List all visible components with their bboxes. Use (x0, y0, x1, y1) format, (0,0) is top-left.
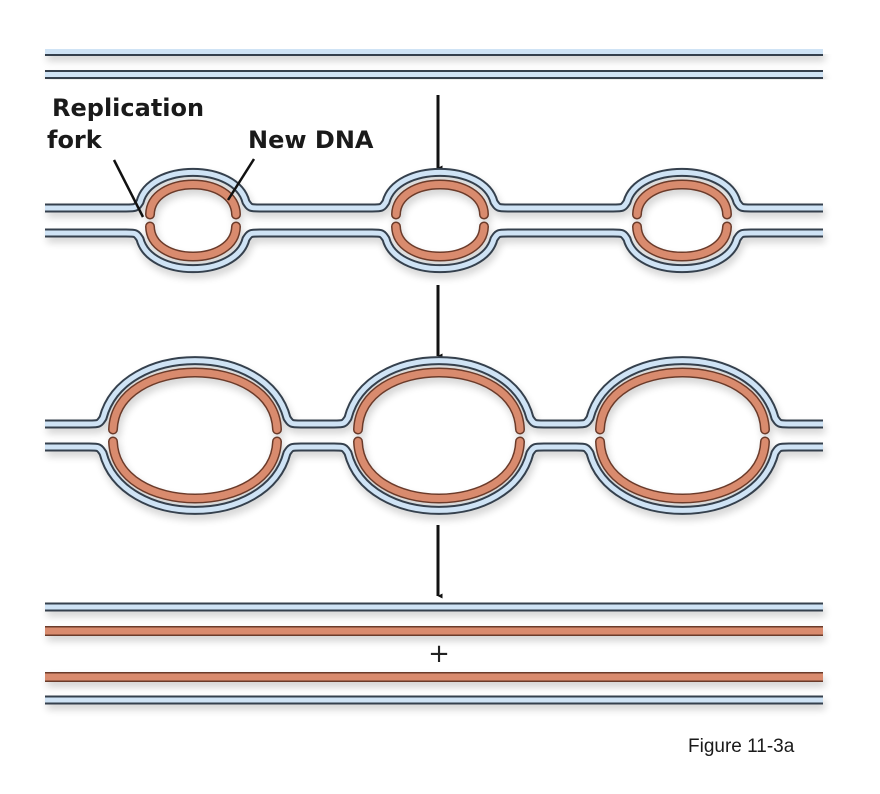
new-strand-top (353, 367, 525, 435)
replication-bubble (137, 179, 249, 262)
leader-line-replication-fork (112, 159, 145, 218)
replication-bubble (624, 179, 740, 262)
new-strand-bottom (108, 436, 282, 504)
new-strand-top (632, 179, 732, 220)
replication-fork-right (286, 434, 290, 438)
replication-bubble (587, 367, 778, 504)
replication-bubble (383, 179, 497, 262)
replication-fork-right (245, 219, 249, 223)
stage-early-replication-bubbles (45, 167, 823, 274)
daughter-duplex-2 (45, 672, 823, 705)
stage-parental-dna (45, 47, 823, 79)
parental-strand-bottom (45, 442, 823, 515)
leader-line-new-dna (226, 158, 256, 201)
new-strand-bottom (145, 221, 241, 262)
new-strand-top (391, 179, 489, 220)
stage-daughter-duplexes (45, 602, 823, 705)
replication-fork-left (345, 434, 349, 438)
parental-strand-top (45, 167, 823, 213)
label-replication-fork-line1: Replication (52, 94, 204, 122)
stage-expanded-replication-bubbles (45, 356, 823, 515)
replication-fork-left (587, 434, 591, 438)
new-strand-top (145, 179, 241, 220)
plus-sign: + (428, 639, 450, 669)
replication-fork-right (736, 219, 740, 223)
replication-fork-right (774, 434, 778, 438)
new-strand-bottom (632, 221, 732, 262)
new-strand-bottom (595, 436, 770, 504)
replication-fork-right (529, 434, 533, 438)
label-replication-fork-line2: fork (47, 126, 103, 154)
new-strand-top (108, 367, 282, 435)
replication-fork-right (493, 219, 497, 223)
replication-bubble (345, 367, 533, 504)
parental-strand-top (45, 356, 823, 429)
new-strand-top (595, 367, 770, 435)
label-new-dna: New DNA (248, 126, 374, 154)
replication-fork-left (383, 219, 387, 223)
daughter-duplex-1 (45, 602, 823, 636)
figure-caption: Figure 11-3a (688, 736, 795, 757)
replication-fork-left (100, 434, 104, 438)
new-strand-bottom (353, 436, 525, 504)
replication-bubble (100, 367, 290, 504)
replication-fork-left (137, 219, 141, 223)
parental-strand-bottom (45, 228, 823, 274)
replication-fork-left (624, 219, 628, 223)
new-strand-bottom (391, 221, 489, 262)
